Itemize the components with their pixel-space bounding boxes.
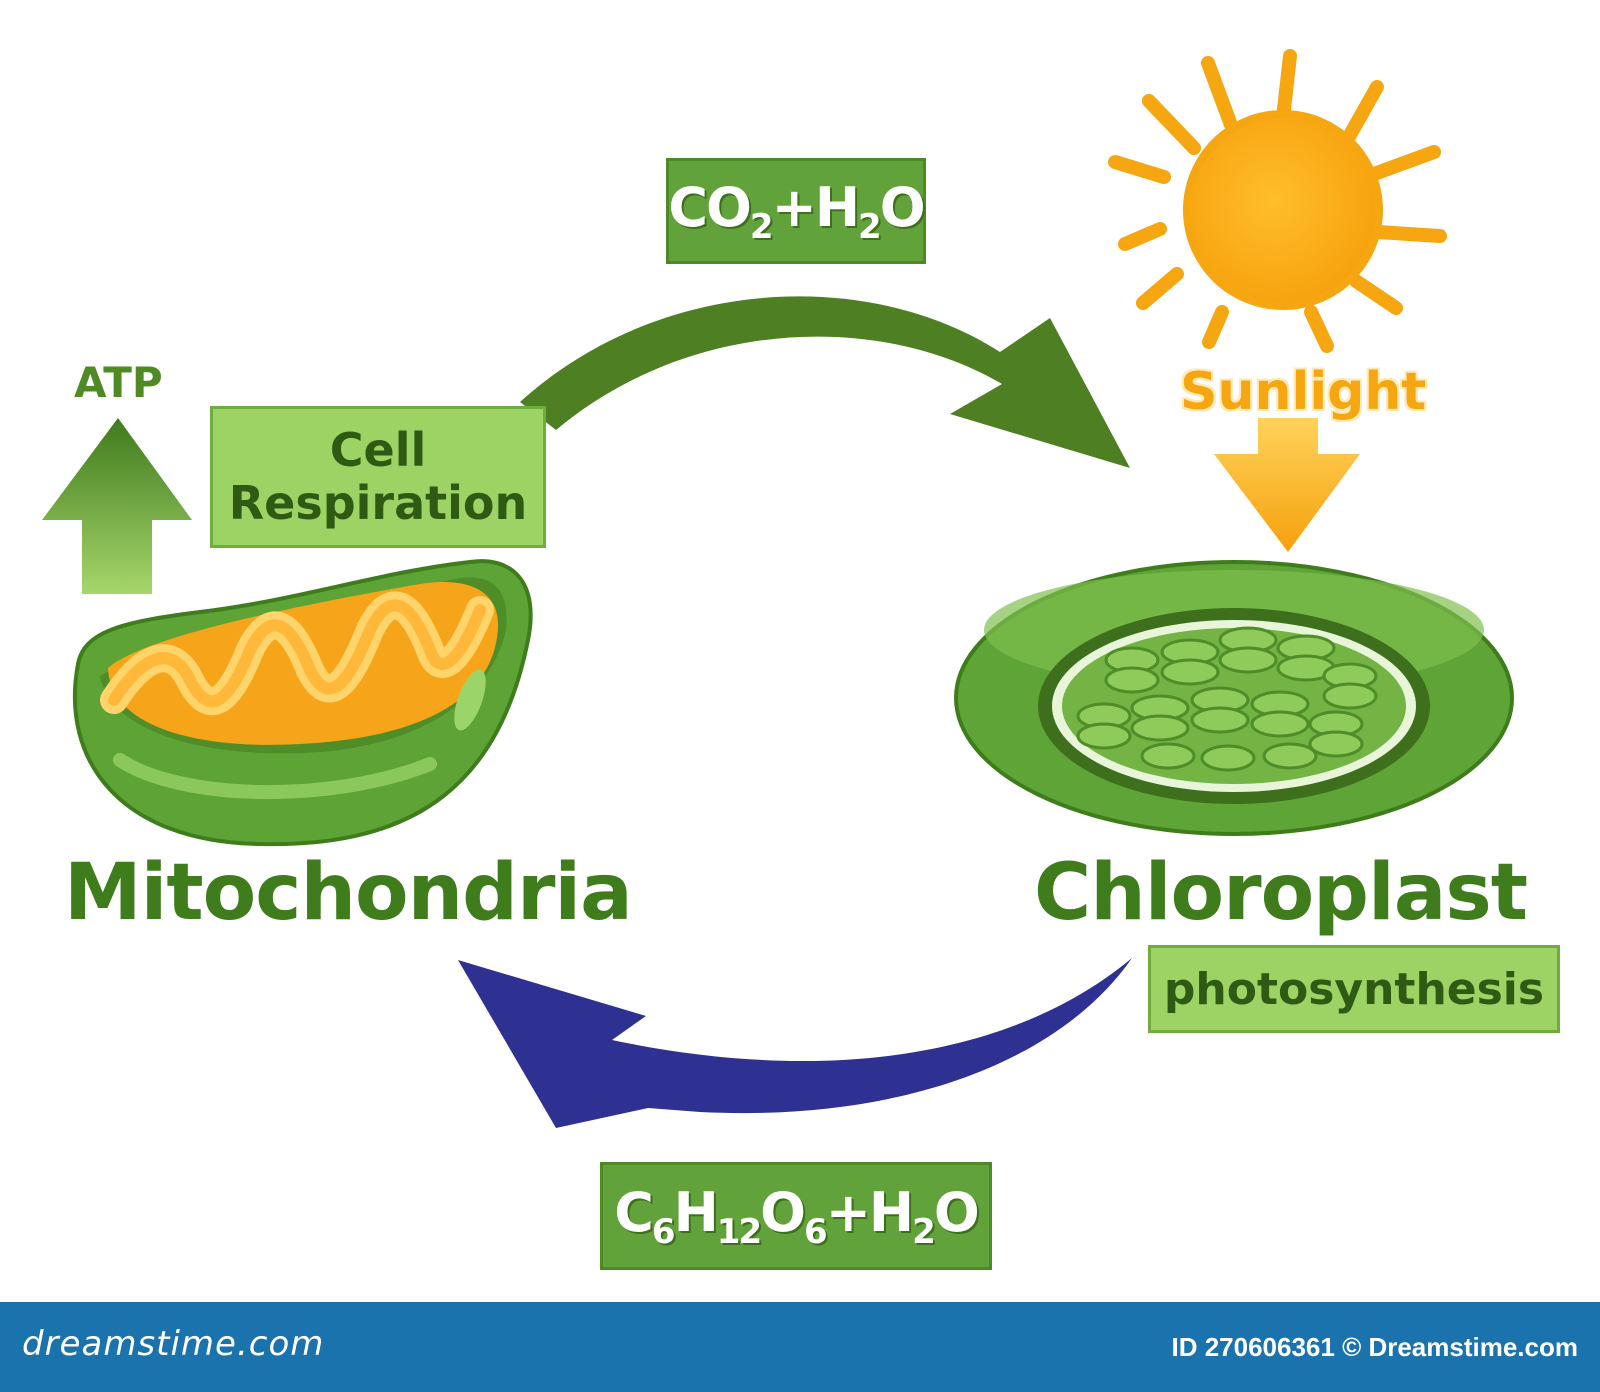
formula-co2-text: CO2+H2O <box>668 175 925 247</box>
co2-h2o-formula-box: CO2+H2O <box>666 158 926 264</box>
mitochondria-label: Mitochondria <box>64 848 633 938</box>
cell-label-line2: Respiration <box>228 476 528 530</box>
footer-site-name[interactable]: dreamstime.com <box>22 1324 325 1364</box>
mitochondria-illustration <box>72 559 533 847</box>
cell-label-line1: Cell <box>329 423 427 478</box>
diagram-scene: CO2+H2O C6H12O6+H2O Cell Respiration pho… <box>42 49 1560 1270</box>
sun-icon <box>1108 49 1447 353</box>
diagram-graphics <box>42 49 1514 1128</box>
grana-stacks <box>1076 626 1378 772</box>
formula-c6-text: C6H12O6+H2O <box>614 1180 979 1252</box>
watermark-footer: dreamstime.com ID 270606361 © Dreamstime… <box>0 1302 1600 1392</box>
photosynthesis-label: photosynthesis <box>1163 963 1545 1015</box>
chloroplast-label: Chloroplast <box>1034 848 1528 938</box>
atp-label: ATP <box>74 358 163 407</box>
chloroplast-illustration <box>954 560 1514 836</box>
cell-respiration-box: Cell Respiration <box>210 406 546 548</box>
atp-up-arrow-icon <box>42 418 192 594</box>
co2-arrow <box>520 296 1130 468</box>
sunlight-down-arrow-icon <box>1214 418 1360 552</box>
glucose-water-formula-box: C6H12O6+H2O <box>600 1162 992 1270</box>
photosynthesis-box: photosynthesis <box>1148 945 1560 1033</box>
sunlight-label: Sunlight <box>1180 362 1427 422</box>
footer-image-id: ID 270606361 © Dreamstime.com <box>1171 1332 1578 1362</box>
glucose-arrow <box>458 958 1132 1128</box>
